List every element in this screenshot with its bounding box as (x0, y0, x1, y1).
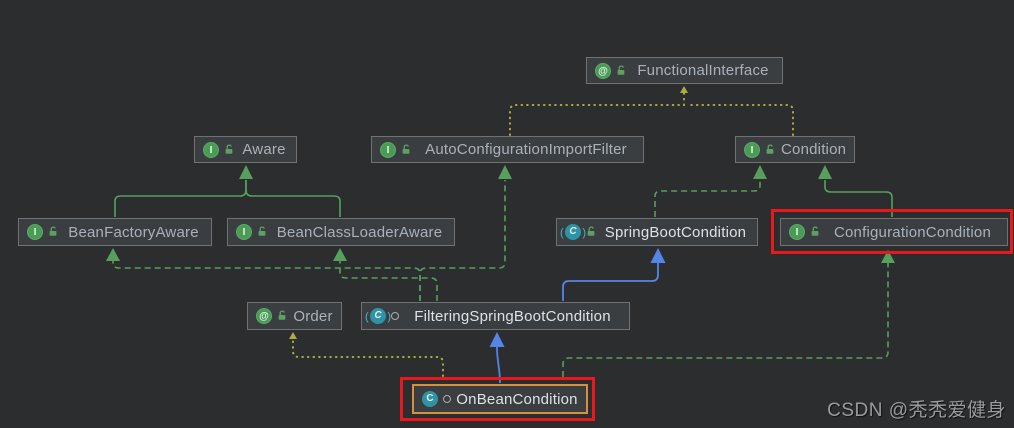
edge-annotated-with-autoconfigurationimportfilter-to-functionalinterface (509, 89, 685, 136)
node-label: Order (293, 307, 333, 325)
public-lock-icon (48, 226, 59, 238)
edge-implements-onbeancondition-to-configurationcondition (562, 263, 889, 377)
node-filteringspringbootcondition[interactable]: C FilteringSpringBootCondition (361, 302, 630, 330)
node-label: Condition (781, 141, 847, 158)
interface-icon: I (203, 141, 219, 158)
interface-icon: I (27, 224, 43, 240)
node-autoconfigurationimportfilter[interactable]: I AutoConfigurationImportFilter (371, 136, 644, 163)
edge-implements-filteringspringbootcondition-to-autoconfigurationimportfilter (419, 180, 506, 301)
node-label: BeanClassLoaderAware (276, 223, 443, 241)
node-label: Aware (242, 141, 286, 158)
node-onbeancondition[interactable]: C OnBeanCondition (412, 384, 588, 414)
public-lock-icon (586, 226, 597, 238)
arrowhead-icon (239, 165, 253, 179)
edge-implements-filteringspringbootcondition-to-beanfactoryaware (112, 261, 421, 301)
arrowhead-icon (680, 86, 688, 93)
arrowhead-icon (498, 165, 512, 179)
edge-extends-filteringspringbootcondition-to-springbootcondition (562, 263, 659, 301)
public-lock-icon (765, 144, 776, 156)
package-private-icon (391, 312, 399, 320)
interface-icon: I (380, 141, 396, 158)
node-label: OnBeanCondition (456, 390, 578, 408)
edge-implements-springbootcondition-to-condition (654, 180, 761, 217)
arrowhead-icon (289, 332, 297, 339)
edge-extends-configurationcondition-to-condition (824, 180, 893, 217)
node-beanfactoryaware[interactable]: I BeanFactoryAware (18, 218, 212, 246)
arrowhead-icon (650, 248, 666, 263)
node-label: ConfigurationCondition (833, 223, 991, 241)
node-condition[interactable]: I Condition (735, 136, 855, 163)
node-beanclassloaderaware[interactable]: I BeanClassLoaderAware (227, 218, 455, 246)
node-springbootcondition[interactable]: C SpringBootCondition (556, 218, 758, 246)
arrowhead-icon (106, 248, 120, 261)
node-label: FunctionalInterface (637, 62, 769, 79)
edge-annotated-with-onbeancondition-to-order (292, 337, 444, 377)
arrowhead-icon (881, 250, 895, 263)
public-lock-icon (810, 226, 821, 238)
arrowhead-icon (489, 332, 505, 347)
class-icon: C (422, 391, 438, 407)
interface-icon: I (236, 224, 252, 240)
node-label: BeanFactoryAware (68, 223, 199, 241)
node-order[interactable]: @ Order (247, 302, 342, 330)
edge-annotated-with-condition-to-functionalinterface (689, 104, 794, 136)
node-aware[interactable]: I Aware (194, 136, 297, 163)
node-label: FilteringSpringBootCondition (414, 307, 611, 325)
public-lock-icon (401, 144, 412, 156)
arrowhead-icon (818, 165, 832, 179)
public-lock-icon (224, 144, 235, 156)
arrowhead-icon (333, 248, 347, 261)
public-lock-icon (257, 226, 268, 238)
public-lock-icon (616, 65, 627, 77)
node-functionalinterface[interactable]: @ FunctionalInterface (586, 57, 783, 84)
annotation-icon: @ (256, 308, 272, 324)
node-configurationcondition[interactable]: I ConfigurationCondition (780, 218, 1008, 246)
node-label: AutoConfigurationImportFilter (425, 141, 627, 158)
abstract-class-icon: C (560, 224, 586, 241)
annotation-icon: @ (595, 62, 611, 79)
abstract-class-icon: C (365, 308, 391, 325)
watermark: CSDN @秃秃爱健身 (827, 400, 1006, 421)
node-label: SpringBootCondition (604, 223, 747, 241)
arrowhead-icon (753, 165, 767, 179)
public-lock-icon (277, 310, 288, 322)
interface-icon: I (744, 141, 760, 158)
interface-icon: I (789, 224, 805, 240)
package-private-icon (443, 395, 451, 403)
edge-extends-beanclassloaderaware-to-aware (245, 180, 341, 217)
